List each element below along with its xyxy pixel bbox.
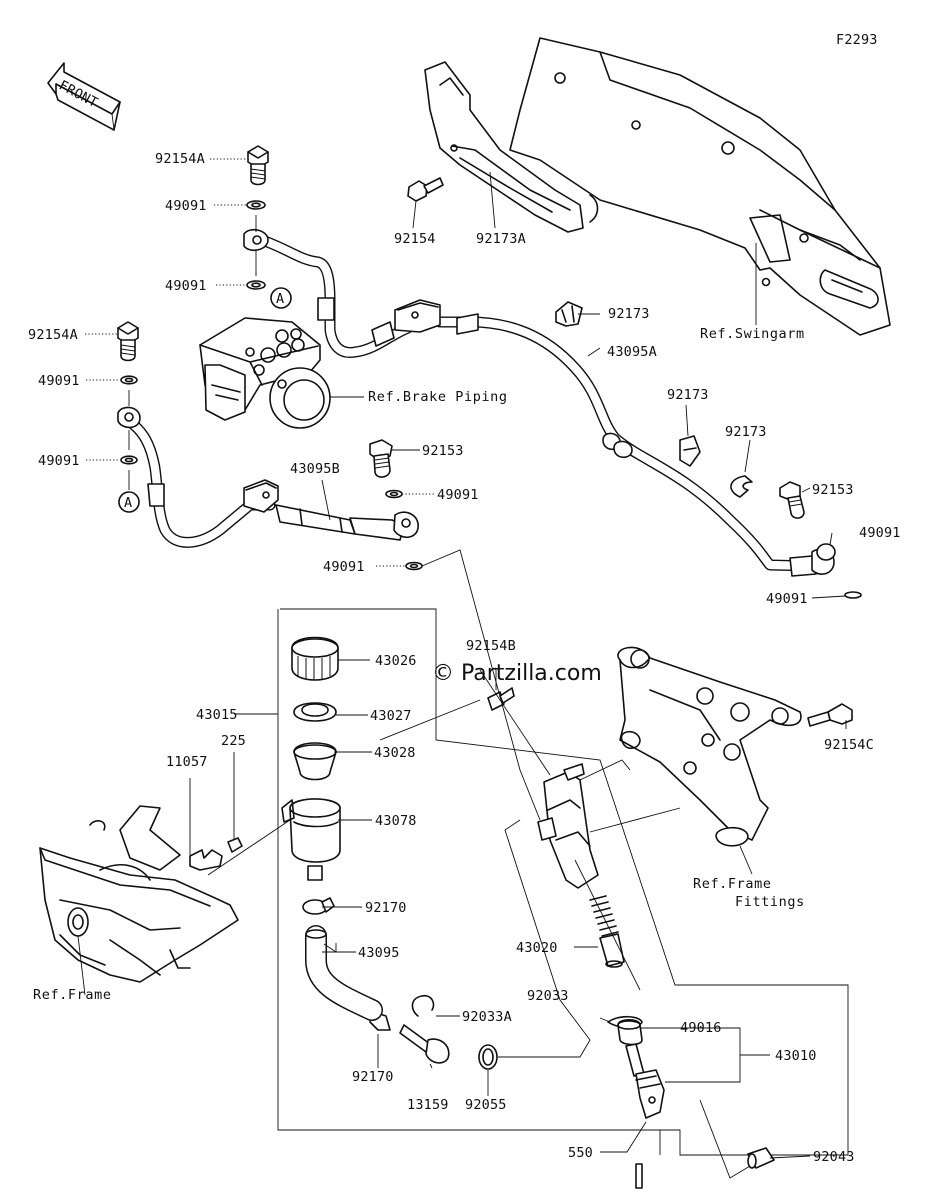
label-43026: 43026: [375, 653, 417, 669]
bolt-icon: [407, 177, 444, 202]
ref-swingarm: Ref.Swingarm: [700, 326, 805, 342]
label-92173-b: 92173: [667, 387, 709, 403]
label-43015: 43015: [196, 707, 238, 723]
reservoir-cap-icon: [291, 636, 339, 681]
label-92153-b: 92153: [812, 482, 854, 498]
label-49016: 49016: [680, 1020, 722, 1036]
watermark: © Partzilla.com: [432, 661, 602, 686]
ref-brake-piping: Ref.Brake Piping: [368, 389, 508, 405]
bracket-11057-icon: [189, 837, 243, 871]
label-49091-g: 49091: [859, 525, 901, 541]
label-43078: 43078: [375, 813, 417, 829]
ref-frame-fittings-2: Fittings: [735, 894, 805, 910]
label-550: 550: [568, 1145, 593, 1161]
reservoir-icon: [281, 798, 341, 881]
label-13159: 13159: [407, 1097, 449, 1113]
label-49091-a: 49091: [165, 198, 207, 214]
ref-frame: Ref.Frame: [33, 987, 112, 1003]
label-49091-h: 49091: [766, 591, 808, 607]
banjo-bolt-icon: [369, 439, 805, 519]
label-92033: 92033: [527, 988, 569, 1004]
abs-upper-pipe-icon: [243, 228, 441, 359]
label-92154: 92154: [394, 231, 436, 247]
bracket-icon: [424, 61, 599, 233]
parts-box-outline: [277, 608, 849, 1156]
front-arrow-icon: FRONT: [47, 62, 121, 131]
abs-unit-icon: [199, 317, 331, 429]
label-43010: 43010: [775, 1048, 817, 1064]
diaphragm-icon: [293, 742, 337, 781]
label-92043: 92043: [813, 1149, 855, 1165]
brake-hose-43095b-icon: [117, 406, 419, 548]
label-92154c: 92154C: [824, 737, 874, 753]
bolt-92154a-top-icon: [247, 145, 269, 186]
reservoir-hose-icon: [305, 925, 383, 1021]
label-92173-a: 92173: [608, 306, 650, 322]
clamp-92173-icon: [555, 301, 753, 498]
bolt-92154a-left-icon: [117, 321, 139, 362]
leader-lines: [77, 158, 847, 1179]
washer-icon: [120, 200, 862, 599]
label-49091-d: 49091: [38, 453, 80, 469]
label-49091-c: 49091: [38, 373, 80, 389]
label-11057: 11057: [166, 754, 208, 770]
label-92173a: 92173A: [476, 231, 526, 247]
master-cylinder-icon: [487, 687, 599, 889]
marker-a2: A: [124, 495, 132, 511]
label-92154a-left: 92154A: [28, 327, 78, 343]
label-92154b: 92154B: [466, 638, 516, 654]
ref-frame-fittings-1: Ref.Frame: [693, 876, 772, 892]
label-225: 225: [221, 733, 246, 749]
label-92055: 92055: [465, 1097, 507, 1113]
label-92170-a: 92170: [365, 900, 407, 916]
label-92173-c: 92173: [725, 424, 767, 440]
label-43027: 43027: [370, 708, 412, 724]
frame-icon: [39, 805, 239, 983]
label-43028: 43028: [374, 745, 416, 761]
pushrod-icon: [617, 1018, 665, 1119]
label-49091-e: 49091: [437, 487, 479, 503]
label-49091-b: 49091: [165, 278, 207, 294]
piston-spring-icon: [589, 895, 625, 968]
diagram-code: F2293: [836, 32, 878, 48]
pin-icon: [635, 1147, 775, 1189]
frame-fittings-icon: [617, 646, 853, 847]
marker-a-icon: A A: [118, 287, 292, 513]
part-labels: F2293 92154A 49091 49091 92154A 49091 49…: [28, 32, 901, 1165]
fitting-icon: [399, 994, 498, 1070]
label-43095: 43095: [358, 945, 400, 961]
label-43095a: 43095A: [607, 344, 657, 360]
label-43020: 43020: [516, 940, 558, 956]
marker-a1: A: [276, 291, 284, 307]
label-92033a: 92033A: [462, 1009, 512, 1025]
label-92153-a: 92153: [422, 443, 464, 459]
label-92154a-top: 92154A: [155, 151, 205, 167]
label-49091-f: 49091: [323, 559, 365, 575]
label-92170-b: 92170: [352, 1069, 394, 1085]
label-43095b: 43095B: [290, 461, 340, 477]
diaphragm-plate-icon: [293, 702, 337, 722]
swingarm-icon: [509, 37, 891, 336]
